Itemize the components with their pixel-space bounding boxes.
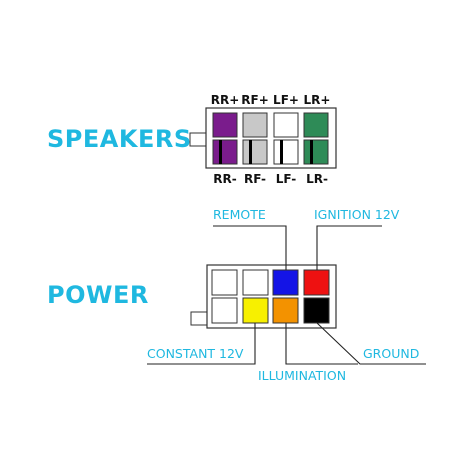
speaker-pin-lf-minus — [273, 139, 299, 165]
label-lf-plus: LF+ — [273, 93, 299, 107]
speaker-pin-rf-plus — [242, 112, 268, 138]
speaker-connector-latch — [189, 132, 207, 147]
remote-label: REMOTE — [213, 207, 266, 222]
speaker-pin-rr-plus — [212, 112, 238, 138]
power-connector-latch — [190, 311, 208, 326]
label-lr-minus: LR- — [306, 172, 328, 186]
label-rf-plus: RF+ — [241, 93, 269, 107]
leader-remote — [213, 225, 287, 270]
speaker-connector — [189, 107, 337, 169]
speaker-pin-lr-minus — [303, 139, 329, 165]
illumination-label: ILLUMINATION — [258, 368, 347, 383]
speakers-title: SPEAKERS — [47, 125, 192, 153]
label-lr-plus: LR+ — [303, 93, 331, 107]
stripe-lf-minus — [280, 140, 283, 164]
label-lf-minus: LF- — [275, 172, 297, 186]
power-pin-top-2 — [242, 269, 269, 296]
power-title: POWER — [47, 281, 149, 309]
power-pin-remote — [272, 269, 299, 296]
power-connector — [190, 264, 337, 329]
speaker-pin-rr-minus — [212, 139, 238, 165]
constant-label: CONSTANT 12V — [147, 346, 244, 361]
power-pin-top-1 — [211, 269, 238, 296]
label-rr-plus: RR+ — [210, 93, 240, 107]
label-rf-minus: RF- — [243, 172, 267, 186]
power-pin-ground — [303, 297, 330, 324]
speaker-pin-lr-plus — [303, 112, 329, 138]
speaker-pin-lf-plus — [273, 112, 299, 138]
leader-illumination — [285, 323, 358, 365]
power-pin-illumination — [272, 297, 299, 324]
label-rr-minus: RR- — [213, 172, 237, 186]
leader-ground — [316, 322, 426, 365]
power-pin-ignition — [303, 269, 330, 296]
stripe-rf-minus — [249, 140, 252, 164]
power-pin-bottom-1 — [211, 297, 238, 324]
stripe-lr-minus — [310, 140, 313, 164]
leader-constant — [147, 323, 256, 365]
ground-label: GROUND — [363, 346, 420, 361]
speaker-pin-rf-minus — [242, 139, 268, 165]
leader-ignition — [316, 225, 382, 270]
stripe-rr-minus — [219, 140, 222, 164]
power-pin-constant — [242, 297, 269, 324]
ignition-label: IGNITION 12V — [314, 207, 400, 222]
